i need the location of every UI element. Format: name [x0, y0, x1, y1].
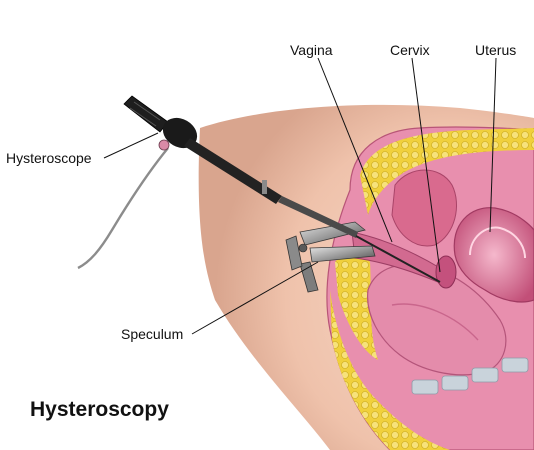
leader-lines [103, 57, 497, 335]
vagina-label: Vagina [290, 42, 333, 58]
speculum-leader [191, 261, 319, 335]
uterus-leader [489, 57, 497, 233]
lower-fat-layer [330, 290, 450, 450]
uterine-lining [469, 226, 526, 259]
speculum-icon [285, 221, 376, 293]
hysteroscope-leader [103, 132, 159, 159]
perineal-fat [335, 253, 378, 360]
upper-fat-layer [360, 128, 534, 215]
hysteroscope-label: Hysteroscope [6, 150, 92, 166]
speculum-label: Speculum [121, 326, 184, 342]
cervix [435, 255, 457, 289]
diagram-title: Hysteroscopy [30, 398, 169, 421]
cervix-label: Cervix [390, 42, 430, 58]
cervix-leader [411, 57, 441, 273]
rectum-fold [391, 303, 479, 341]
vagina-leader [317, 57, 393, 243]
bladder [391, 169, 457, 247]
sacrum [411, 357, 529, 395]
uterus-label: Uterus [475, 42, 517, 58]
hysteroscope-icon [77, 95, 441, 283]
